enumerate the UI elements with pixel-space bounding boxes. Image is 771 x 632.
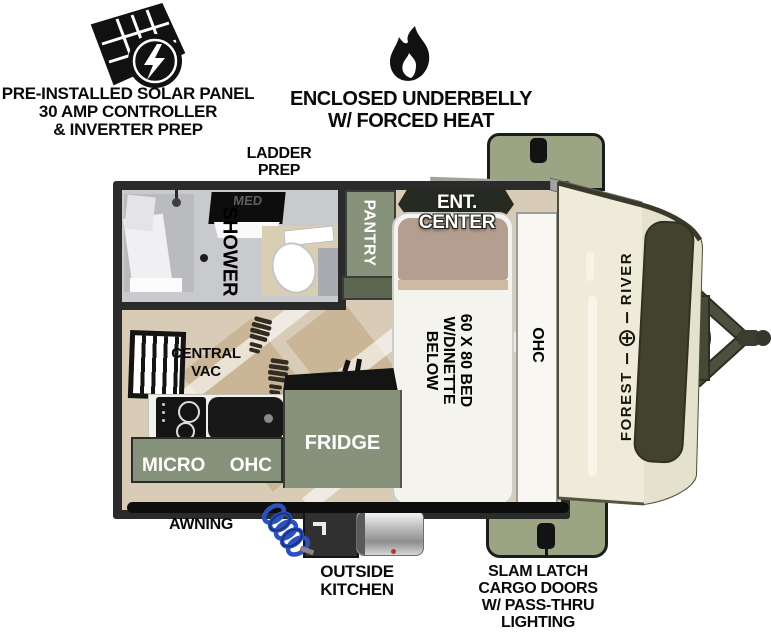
bed-ohc-label-wrap: OHC — [522, 315, 552, 375]
bottom-cargo-latch-stem — [545, 549, 548, 558]
faucet-icon — [322, 522, 326, 535]
brand-wrap: FOREST RIVER — [597, 251, 657, 440]
ladder-line: LADDER — [246, 145, 312, 162]
faucet-dot — [264, 414, 273, 423]
ladder-line: PREP — [257, 162, 301, 179]
solar-line: 30 AMP CONTROLLER — [38, 102, 218, 121]
ent-center-label: ENT. CENTER — [418, 192, 496, 233]
bed-label: 60 X 80 BED W/DINETTE BELOW — [423, 313, 474, 406]
outside-kitchen-line: KITCHEN — [320, 580, 394, 599]
cooktop — [156, 397, 206, 441]
underbelly-line: ENCLOSED UNDERBELLY — [289, 88, 533, 110]
slam-latch-line: LIGHTING — [500, 614, 576, 631]
solar-callout: PRE-INSTALLED SOLAR PANEL 30 AMP CONTROL… — [2, 85, 255, 139]
outside-kitchen-label: OUTSIDE KITCHEN — [320, 562, 394, 599]
burner — [178, 401, 200, 423]
central-vac-label: CENTRAL VAC — [171, 345, 241, 381]
slam-latch-line: W/ PASS-THRU — [481, 597, 595, 614]
cooktop-knobs — [162, 403, 165, 406]
micro-label: MICRO — [142, 455, 206, 476]
water-hose-icon — [261, 503, 315, 557]
shower-label: SHOWER — [218, 206, 241, 296]
brand-text: FOREST RIVER — [619, 251, 636, 440]
solar-line: PRE-INSTALLED SOLAR PANEL — [1, 84, 255, 103]
brand-separator — [626, 311, 628, 323]
top-cargo-latch — [530, 138, 547, 163]
outside-kitchen-unit — [303, 504, 359, 558]
brand-word-river: RIVER — [618, 251, 636, 305]
footprints-icon — [249, 316, 289, 395]
kitchen-sink — [208, 397, 284, 440]
faucet-icon — [313, 522, 326, 526]
pantry-base — [342, 276, 399, 300]
shower-label-wrap: SHOWER — [209, 196, 249, 306]
shower-bench — [130, 278, 182, 292]
bed-line: BELOW — [423, 330, 441, 390]
awning-label: AWNING — [169, 516, 233, 534]
underbelly-callout: ENCLOSED UNDERBELLY W/ FORCED HEAT — [289, 88, 533, 132]
brand-word-forest: FOREST — [618, 370, 636, 441]
slam-latch-label: SLAM LATCH CARGO DOORS W/ PASS-THRU LIGH… — [478, 563, 598, 631]
shower-shape — [124, 194, 156, 232]
front-cap — [550, 177, 704, 506]
bed-platform-trim — [398, 280, 508, 290]
awning-text: AWNING — [169, 516, 233, 533]
pantry-label-wrap: PANTRY — [348, 191, 388, 275]
shower-head-icon — [172, 198, 181, 207]
bathroom: MED — [122, 190, 346, 310]
central-vac-line: VAC — [191, 363, 221, 380]
solar-panel-icon — [90, 2, 186, 88]
forest-river-compass-icon — [619, 329, 635, 346]
outside-kitchen-line: OUTSIDE — [320, 562, 394, 581]
bed-ohc-label: OHC — [529, 327, 546, 363]
pantry-label: PANTRY — [360, 199, 377, 267]
underbelly-line: W/ FORCED HEAT — [328, 110, 494, 132]
ent-center-line: CENTER — [418, 212, 496, 233]
bed-label-wrap: 60 X 80 BED W/DINETTE BELOW — [397, 300, 501, 420]
drain-dot — [200, 254, 208, 262]
brand-separator — [626, 352, 628, 364]
solar-line: & INVERTER PREP — [53, 120, 203, 139]
fridge-label: FRIDGE — [304, 432, 381, 454]
shower-head-icon — [175, 190, 178, 199]
slam-latch-line: CARGO DOORS — [478, 580, 598, 597]
ent-center-line: ENT. — [437, 192, 477, 213]
flame-icon — [390, 26, 430, 81]
micro-ohc-cabinet: MICRO OHC — [131, 437, 283, 483]
central-vac-line: CENTRAL — [171, 345, 241, 362]
outside-kitchen-griddle — [356, 510, 424, 556]
slam-latch-line: SLAM LATCH — [488, 563, 588, 580]
bottom-cargo-latch — [537, 523, 555, 549]
fridge: FRIDGE — [283, 390, 402, 488]
griddle-indicator — [391, 549, 396, 554]
murphy-bed — [392, 212, 514, 506]
bed-line: W/DINETTE — [440, 315, 458, 404]
awning-bar — [127, 502, 569, 513]
kitchen-ohc-label: OHC — [229, 455, 272, 476]
bed-headboard — [398, 218, 508, 280]
bathroom-counter — [318, 248, 338, 296]
griddle-endcap — [357, 511, 365, 555]
ladder-prep-callout: LADDER PREP — [247, 145, 312, 179]
bed-line: 60 X 80 BED — [457, 313, 475, 407]
